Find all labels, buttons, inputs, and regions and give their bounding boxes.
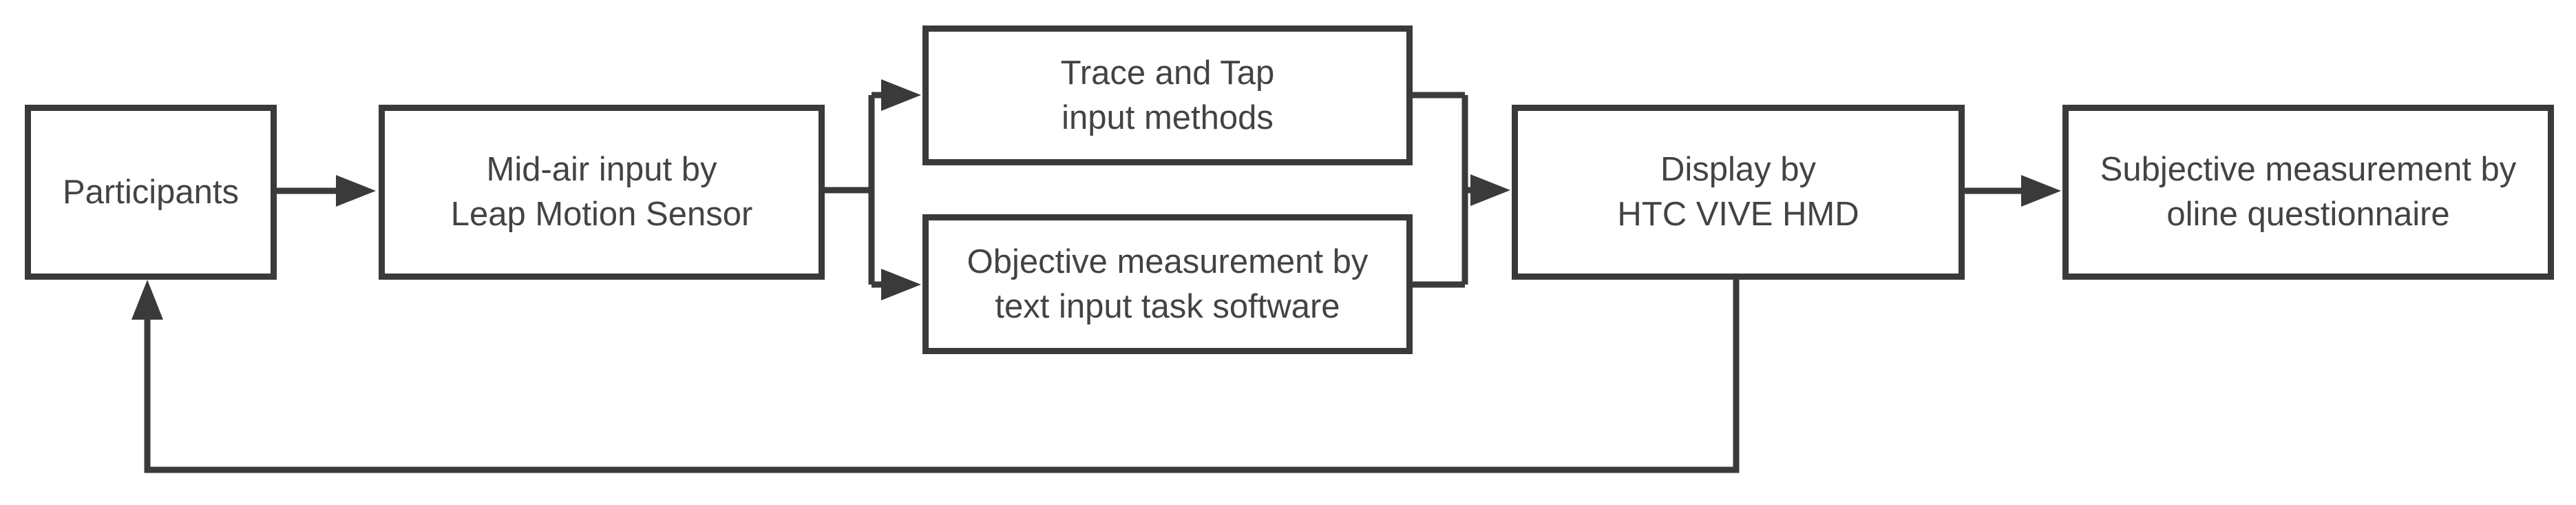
node-trace-tap: Trace and Tap input methods [922,25,1413,165]
arrowhead-into-display [1470,174,1510,206]
node-mid-air-input: Mid-air input by Leap Motion Sensor [379,105,825,280]
feedback-loop-line [144,279,1740,473]
node-objective-measurement: Objective measurement by text input task… [922,214,1413,354]
node-label-line: oline questionnaire [2166,196,2450,233]
node-label-line: Participants [62,173,239,211]
node-label-line: Display by [1660,151,1817,189]
node-label-line: Leap Motion Sensor [450,196,753,233]
arrowhead-into-trace-tap [881,79,921,111]
node-label-line: text input task software [995,287,1340,325]
node-label-line: input methods [1062,99,1274,136]
node-participants: Participants [25,105,277,280]
node-label-line: Subjective measurement by [2100,151,2517,189]
node-label-line: Mid-air input by [486,151,717,189]
node-display-hmd: Display by HTC VIVE HMD [1512,105,1965,280]
node-label-line: Objective measurement by [967,243,1369,280]
node-label-line: HTC VIVE HMD [1617,196,1859,233]
node-label-line: Trace and Tap [1060,54,1275,92]
arrowhead-into-participants [131,280,163,320]
arrowhead-into-midair [336,175,376,207]
node-subjective-measurement: Subjective measurement by oline question… [2062,105,2554,280]
arrowhead-into-subjective [2021,175,2061,207]
arrowhead-into-objective [881,269,921,300]
